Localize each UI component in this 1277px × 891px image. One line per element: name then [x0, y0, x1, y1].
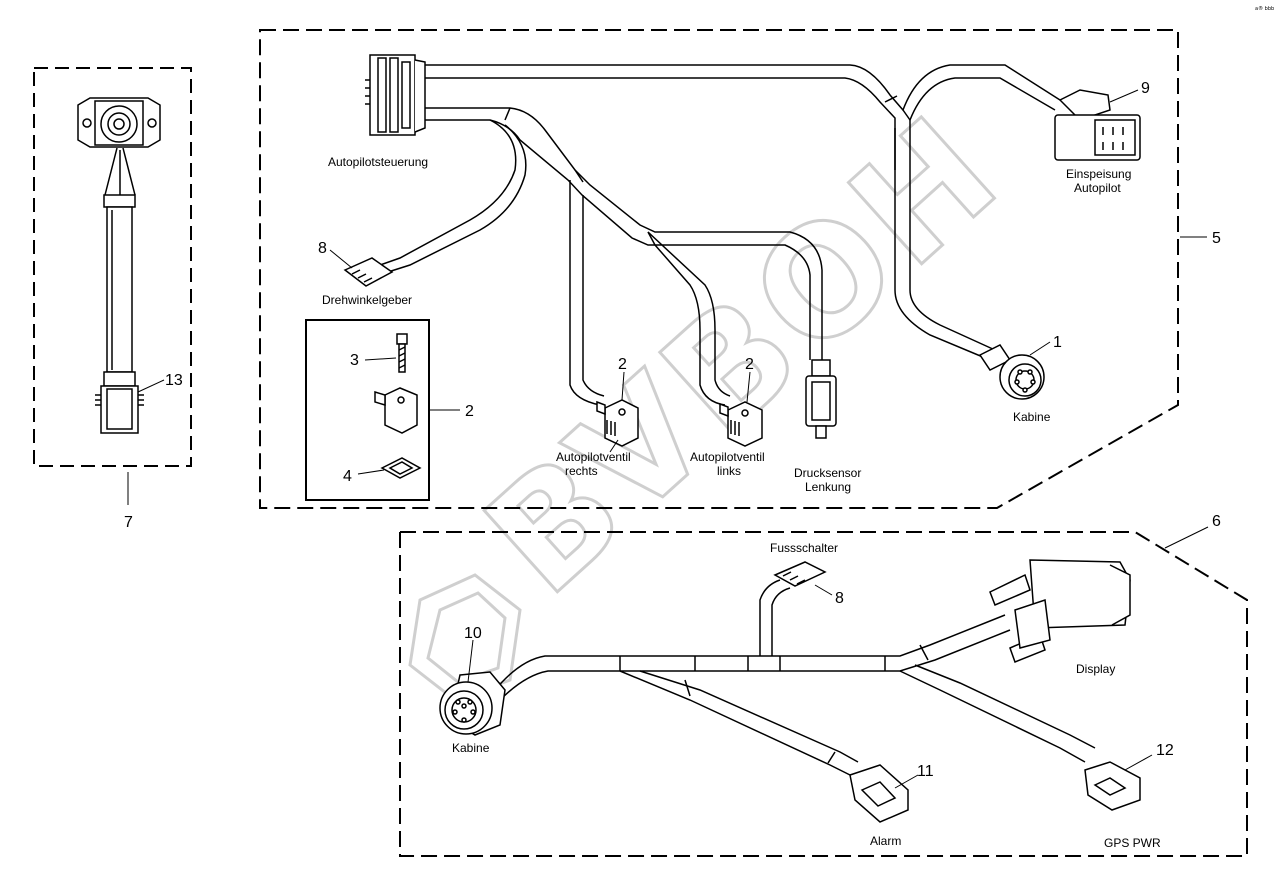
- leader-13: [137, 379, 165, 393]
- label-alarm: Alarm: [870, 834, 901, 848]
- group-6-frame: [399, 526, 1248, 857]
- harness-5: [379, 64, 1061, 406]
- label-display: Display: [1076, 662, 1115, 676]
- callout-6: 6: [1212, 513, 1221, 530]
- callout-5: 5: [1212, 230, 1221, 247]
- leader-12: [1124, 754, 1153, 771]
- label-kabine-bottom: Kabine: [452, 741, 490, 755]
- leader-11: [894, 774, 919, 789]
- display-connector: [989, 559, 1131, 663]
- gasket-4: [380, 457, 422, 479]
- label-einspeisung: Einspeisung: [1066, 167, 1131, 181]
- leader-2b: [746, 371, 751, 403]
- leader-9: [1109, 89, 1139, 103]
- callout-2c: 2: [465, 403, 474, 420]
- valve-plug-2: [374, 387, 418, 434]
- callout-10: 10: [464, 625, 482, 642]
- callout-3: 3: [350, 352, 359, 369]
- leader-1: [1029, 341, 1051, 356]
- label-ventil-links-2: links: [717, 464, 741, 478]
- callout-13: 13: [165, 372, 183, 389]
- leader-rechts: [609, 439, 619, 453]
- label-drucksensor: Drucksensor: [794, 466, 861, 480]
- harness-6: [494, 579, 1096, 776]
- leader-3: [364, 357, 397, 361]
- connector-9-einspeisung: [1054, 89, 1141, 161]
- label-kabine-top: Kabine: [1013, 410, 1051, 424]
- autopilot-controller-connector: [365, 54, 426, 136]
- callout-4: 4: [343, 468, 352, 485]
- label-ventil-rechts: Autopilotventil: [556, 450, 631, 464]
- callout-11: 11: [917, 763, 934, 780]
- label-ventil-rechts-2: rechts: [565, 464, 598, 478]
- screw-3: [396, 333, 408, 373]
- callout-2b: 2: [745, 356, 754, 373]
- callout-7: 7: [124, 514, 133, 531]
- label-autopilotsteuerung: Autopilotsteuerung: [328, 155, 428, 169]
- connector-8-drehwinkelgeber: [343, 257, 394, 287]
- leader-2a: [621, 371, 625, 401]
- watermark-hex-icon: [408, 573, 522, 702]
- callout-12: 12: [1156, 742, 1174, 759]
- cabin-connector-10: [439, 671, 506, 736]
- connector-8-fussschalter: [773, 561, 827, 587]
- alarm-connector-11: [849, 764, 909, 823]
- leader-8b: [814, 584, 833, 596]
- cab-socket-adapter-7: [77, 97, 161, 434]
- group-7-frame: [33, 67, 192, 505]
- leader-4: [357, 469, 385, 475]
- label-drucksensor-lenkung: Lenkung: [805, 480, 851, 494]
- drawing-code: a® bbb: [1255, 5, 1274, 12]
- group-2-frame: [305, 319, 460, 501]
- valve-connector-links: [719, 401, 763, 447]
- cabin-connector-1: [978, 344, 1045, 400]
- leader-10: [467, 639, 474, 683]
- leader-8a: [329, 249, 353, 269]
- valve-connector-rechts: [596, 399, 639, 447]
- pressure-sensor-connector: [805, 359, 837, 439]
- callout-1: 1: [1053, 334, 1062, 351]
- label-einspeisung-autopilot: Autopilot: [1074, 181, 1121, 195]
- svg-text:BVBOH: BVBOH: [455, 82, 1033, 627]
- label-fussschalter: Fussschalter: [770, 541, 838, 555]
- gps-connector-12: [1084, 761, 1141, 811]
- group-5-frame: [259, 29, 1207, 509]
- callout-9: 9: [1141, 80, 1150, 97]
- label-ventil-links: Autopilotventil: [690, 450, 765, 464]
- callout-2a: 2: [618, 356, 627, 373]
- label-gps-pwr: GPS PWR: [1104, 836, 1161, 850]
- label-drehwinkelgeber: Drehwinkelgeber: [322, 293, 412, 307]
- callout-8a: 8: [318, 240, 327, 257]
- watermark: BVBOH: [453, 81, 1034, 629]
- callout-8b: 8: [835, 590, 844, 607]
